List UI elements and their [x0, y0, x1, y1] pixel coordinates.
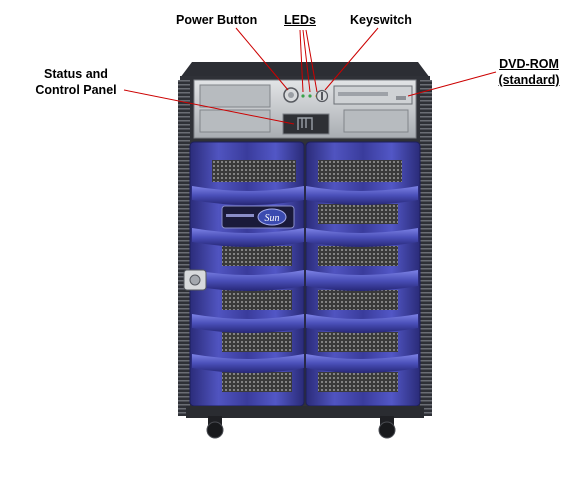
callout-power-button: Power Button [176, 13, 258, 27]
caster-right [378, 416, 396, 439]
leader-keyswitch [324, 27, 379, 91]
leader-led-2 [302, 29, 311, 93]
callout-dvd-line2: (standard) [498, 73, 560, 87]
left-bay-lower [199, 109, 271, 133]
callout-status-line2: Control Panel [35, 83, 117, 97]
door-ribs [192, 186, 418, 373]
sun-logo-text: Sun [265, 213, 280, 224]
power-button-center [288, 92, 294, 98]
callout-status-line1: Status and [44, 67, 108, 81]
callout-dvd-line1: DVD-ROM [499, 57, 559, 71]
door-lock-keyhole [189, 274, 201, 286]
callout-dvd-rom: DVD-ROM (standard) [494, 56, 564, 88]
left-side-vent [178, 80, 190, 416]
leader-led-3 [305, 29, 318, 93]
led-2 [308, 94, 312, 98]
keyswitch-slot [321, 92, 323, 100]
left-bay-upper [199, 84, 271, 108]
leader-led-1 [299, 29, 304, 93]
sun-logo [257, 208, 287, 226]
chassis-top [180, 62, 430, 78]
leader-power-button [235, 27, 289, 91]
right-side-vent [420, 80, 432, 416]
nameplate-model-text [226, 214, 254, 217]
dvd-tray-slot [338, 92, 388, 96]
leader-lines [123, 27, 497, 125]
right-bay-lower [343, 109, 409, 133]
leader-dvd-rom [407, 71, 497, 97]
led-1 [301, 94, 305, 98]
chassis-base [186, 406, 424, 418]
right-door-vents [318, 160, 402, 392]
leader-status-panel [123, 89, 295, 125]
left-door-vents [212, 160, 296, 392]
dvd-eject [396, 96, 406, 100]
status-panel-emblem [297, 117, 313, 130]
callout-leds: LEDs [284, 13, 316, 27]
callout-status-control-panel: Status and Control Panel [30, 66, 122, 98]
caster-left [206, 416, 224, 439]
callout-keyswitch: Keyswitch [350, 13, 412, 27]
